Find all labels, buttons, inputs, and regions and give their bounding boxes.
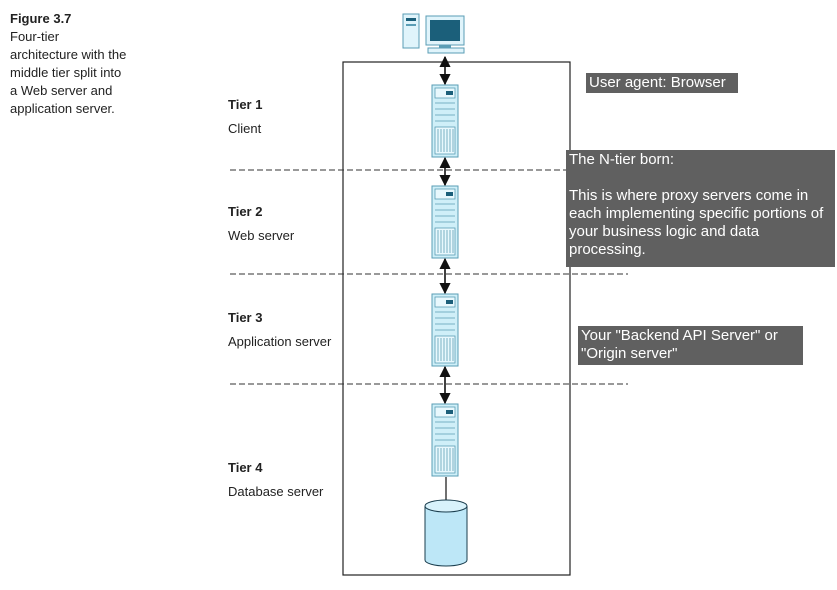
desktop-computer-icon [402, 13, 465, 54]
figure-title: Figure 3.7 [10, 11, 72, 26]
tier-1-desc: Client [228, 121, 262, 136]
server-tower-icon-tier-4 [431, 403, 459, 477]
ntier-note: The N-tier born: This is where proxy ser… [566, 150, 835, 267]
tier-2-desc: Web server [228, 228, 295, 243]
figure-caption: Figure 3.7 Four-tier architecture with t… [10, 10, 130, 118]
server-tower-icon-tier-1 [431, 84, 459, 158]
tier-4-label: Tier 4 [228, 460, 263, 475]
backend-note: Your "Backend API Server" or "Origin ser… [578, 326, 803, 365]
server-tower-icon-tier-3 [431, 293, 459, 367]
tier-1-label: Tier 1 [228, 97, 263, 112]
figure-caption-text: Four-tier architecture with the middle t… [10, 29, 127, 116]
tier-2-label: Tier 2 [228, 204, 263, 219]
tier-4-desc: Database server [228, 484, 324, 499]
tier-3-desc: Application server [228, 334, 332, 349]
tier-frame [342, 61, 571, 576]
browser-note: User agent: Browser [586, 73, 738, 93]
database-cylinder-icon [424, 499, 468, 567]
tier-3-label: Tier 3 [228, 310, 263, 325]
server-tower-icon-tier-2 [431, 185, 459, 259]
